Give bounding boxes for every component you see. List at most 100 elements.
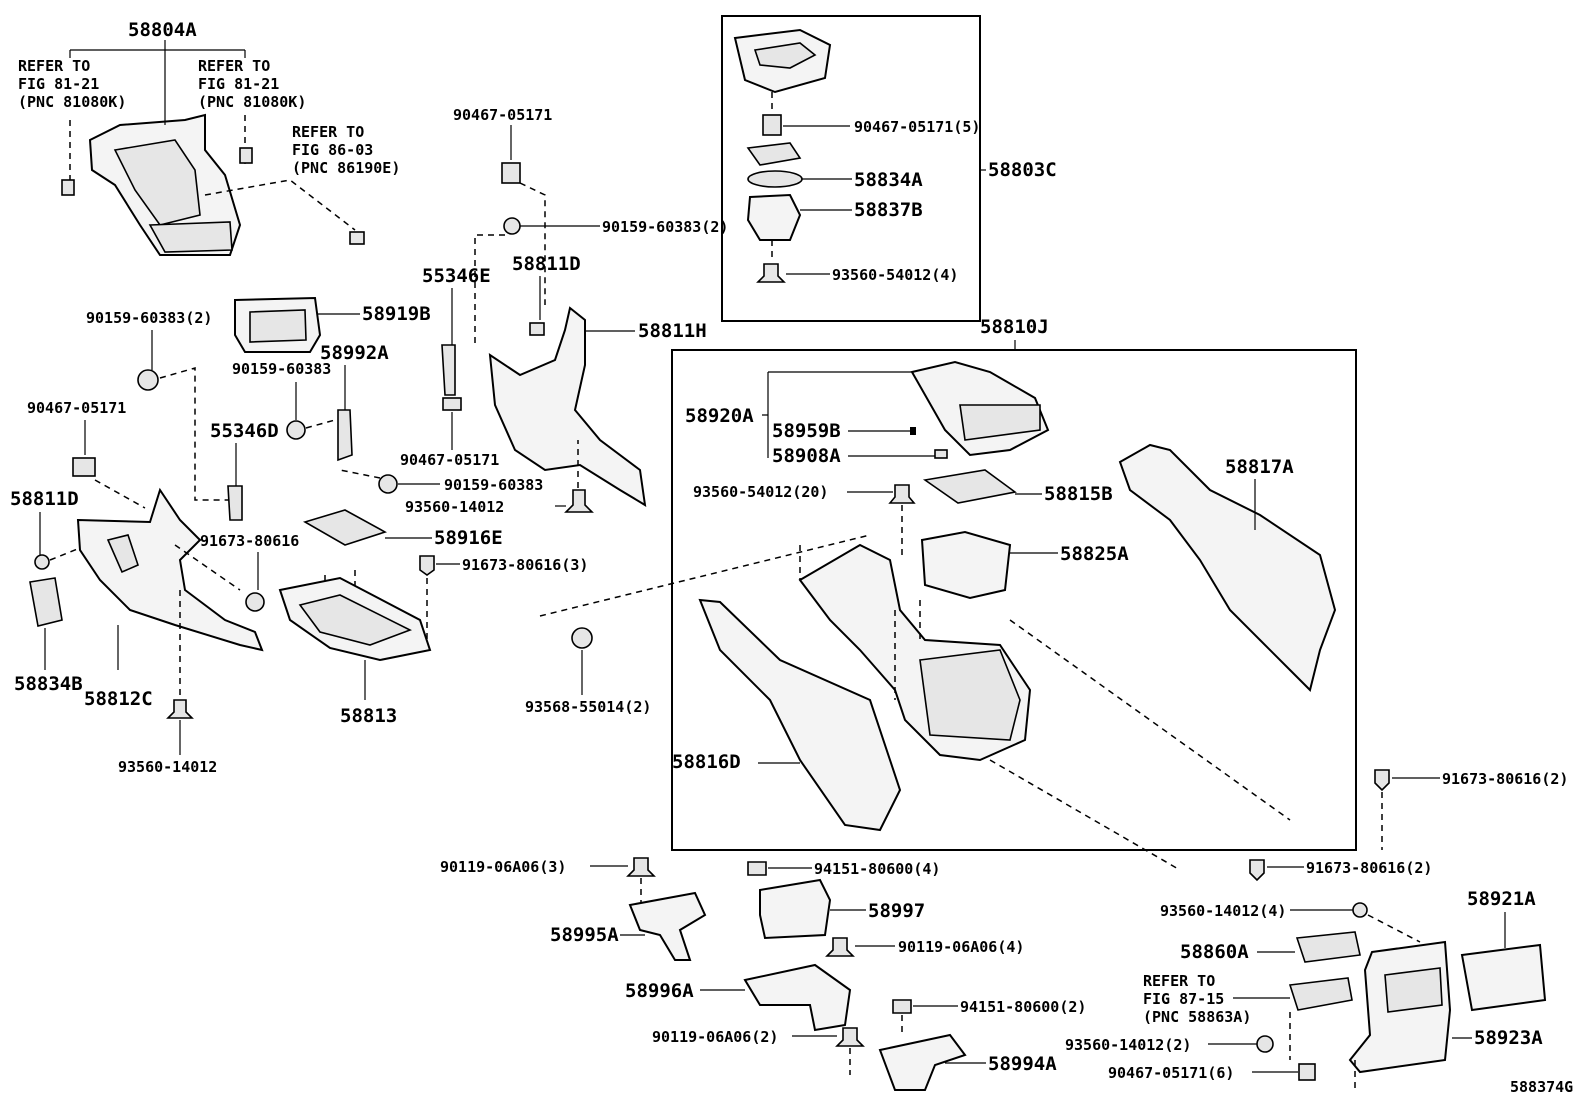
label-90467-05171-6: 90467-05171(6) — [1108, 1064, 1234, 1082]
label-90119-06A06-3: 90119-06A06(3) — [440, 858, 566, 876]
label-58803C: 58803C — [988, 159, 1057, 181]
bolt-90119-06A06-3-icon — [626, 857, 656, 877]
svg-text:(PNC 81080K): (PNC 81080K) — [198, 93, 306, 111]
svg-text:(PNC 86190E): (PNC 86190E) — [292, 159, 400, 177]
clip-93560-14012-2-icon — [1256, 1035, 1274, 1053]
lid-58920A — [910, 360, 1050, 457]
bracket-58994A-icon — [878, 1033, 967, 1091]
connector-icon — [349, 231, 365, 245]
nut-94151-80600-4-icon — [747, 861, 767, 876]
label-58811H: 58811H — [638, 320, 707, 342]
bolt-91673-80616-3-icon — [419, 555, 435, 576]
clip-90467-05171-5-icon — [762, 114, 782, 136]
mat-58834A-icon — [747, 170, 803, 188]
panel-58921A-icon — [1460, 943, 1547, 1012]
label-58992A: 58992A — [320, 342, 389, 364]
screw-90159-60383-c-icon — [137, 369, 159, 391]
label-91673-80616: 91673-80616 — [200, 532, 299, 550]
console-end-58923A — [1348, 940, 1452, 1074]
label-58923A: 58923A — [1474, 1027, 1543, 1049]
label-93560-14012-2: 93560-14012(2) — [1065, 1036, 1191, 1054]
clip-90467-05171-6-icon — [1298, 1063, 1316, 1081]
bracket-58997-icon — [759, 878, 832, 940]
bolt-93560-14012-a-icon — [564, 489, 594, 513]
label-58811D-b: 58811D — [10, 488, 79, 510]
shift-bezel-assembly — [88, 113, 242, 256]
label-93560-14012-a: 93560-14012 — [405, 498, 504, 516]
label-90159-60383-2-a: 90159-60383(2) — [602, 218, 728, 236]
bracket-58995A-icon — [628, 891, 707, 961]
bracket-55346D-icon — [227, 485, 243, 521]
screw-90159-60383-d-icon — [286, 420, 306, 440]
label-58811D-a: 58811D — [512, 253, 581, 275]
label-58997: 58997 — [868, 900, 925, 922]
label-93560-54012-4: 93560-54012(4) — [832, 266, 958, 284]
tray-58813 — [278, 576, 432, 662]
label-91673-80616-2-a: 91673-80616(2) — [1442, 770, 1568, 788]
label-58834A: 58834A — [854, 169, 923, 191]
panel-58817A — [1118, 443, 1337, 692]
label-58916E: 58916E — [434, 527, 503, 549]
label-58920A: 58920A — [685, 405, 754, 427]
label-94151-80600-4: 94151-80600(4) — [814, 860, 940, 878]
bolt-93560-54012-4-icon — [756, 263, 786, 283]
label-58815B: 58815B — [1044, 483, 1113, 505]
clip-90467-05171-b-icon — [442, 397, 462, 411]
box-58825A-icon — [920, 530, 1012, 600]
svg-text:REFER TO: REFER TO — [18, 57, 90, 75]
clip-right-icon — [239, 147, 253, 164]
label-93560-54012-20: 93560-54012(20) — [693, 483, 828, 501]
pad-58908A-icon — [934, 449, 948, 459]
refer-note-4: REFER TO FIG 87-15 (PNC 58863A) — [1143, 972, 1251, 1026]
label-58995A: 58995A — [550, 924, 619, 946]
label-58834B: 58834B — [14, 673, 83, 695]
pad-58959B-icon — [910, 427, 916, 435]
label-93560-14012-b: 93560-14012 — [118, 758, 217, 776]
label-58996A: 58996A — [625, 980, 694, 1002]
label-55346D: 55346D — [210, 420, 279, 442]
vent-58863A-icon — [1288, 977, 1353, 1011]
label-58812C: 58812C — [84, 688, 153, 710]
label-58860A: 58860A — [1180, 941, 1249, 963]
label-91673-80616-3: 91673-80616(3) — [462, 556, 588, 574]
label-90467-05171-5: 90467-05171(5) — [854, 118, 980, 136]
grille-58834B-icon — [29, 577, 63, 627]
bolt-90119-06A06-4-icon — [825, 937, 855, 957]
bolt-93560-14012-b-icon — [166, 699, 194, 719]
label-91673-80616-2-b: 91673-80616(2) — [1306, 859, 1432, 877]
svg-text:(PNC 81080K): (PNC 81080K) — [18, 93, 126, 111]
refer-note-3: REFER TO FIG 86-03 (PNC 86190E) — [292, 123, 400, 177]
screw-90159-60383-b-icon — [378, 474, 398, 494]
label-58921A: 58921A — [1467, 888, 1536, 910]
frame-58919B — [234, 296, 322, 353]
bolt-90119-06A06-2-icon — [835, 1027, 865, 1047]
label-58959B: 58959B — [772, 420, 841, 442]
label-58810J: 58810J — [980, 316, 1049, 338]
console-body — [798, 543, 1032, 762]
label-58804A: 58804A — [128, 19, 197, 41]
nut-94151-80600-2-icon — [892, 999, 912, 1014]
clip-90467-05171-icon — [501, 162, 521, 184]
refer-note-1: REFER TO FIG 81-21 (PNC 81080K) — [18, 57, 126, 111]
svg-text:FIG 86-03: FIG 86-03 — [292, 141, 373, 159]
sheet-58916E-icon — [302, 509, 388, 546]
label-94151-80600-2: 94151-80600(2) — [960, 998, 1086, 1016]
bracket-55346E-icon — [441, 344, 456, 396]
holder-58837B-icon — [746, 193, 802, 241]
diagram-code: 588374G — [1510, 1078, 1573, 1096]
label-90467-05171-b: 90467-05171 — [400, 451, 499, 469]
label-58825A: 58825A — [1060, 543, 1129, 565]
panel-58812C — [76, 487, 264, 652]
label-58994A: 58994A — [988, 1053, 1057, 1075]
svg-text:FIG 87-15: FIG 87-15 — [1143, 990, 1224, 1008]
screw-91673-80616-icon — [245, 592, 265, 612]
clip-58811D-b-icon — [34, 554, 50, 570]
label-58816D: 58816D — [672, 751, 741, 773]
svg-text:REFER TO: REFER TO — [198, 57, 270, 75]
label-90159-60383-2-b: 90159-60383(2) — [86, 309, 212, 327]
label-58837B: 58837B — [854, 199, 923, 221]
side-panel-58816D — [698, 598, 902, 832]
screw-93568-55014-icon — [571, 627, 593, 649]
panel-58811H — [488, 306, 647, 507]
label-93568-55014-2: 93568-55014(2) — [525, 698, 651, 716]
